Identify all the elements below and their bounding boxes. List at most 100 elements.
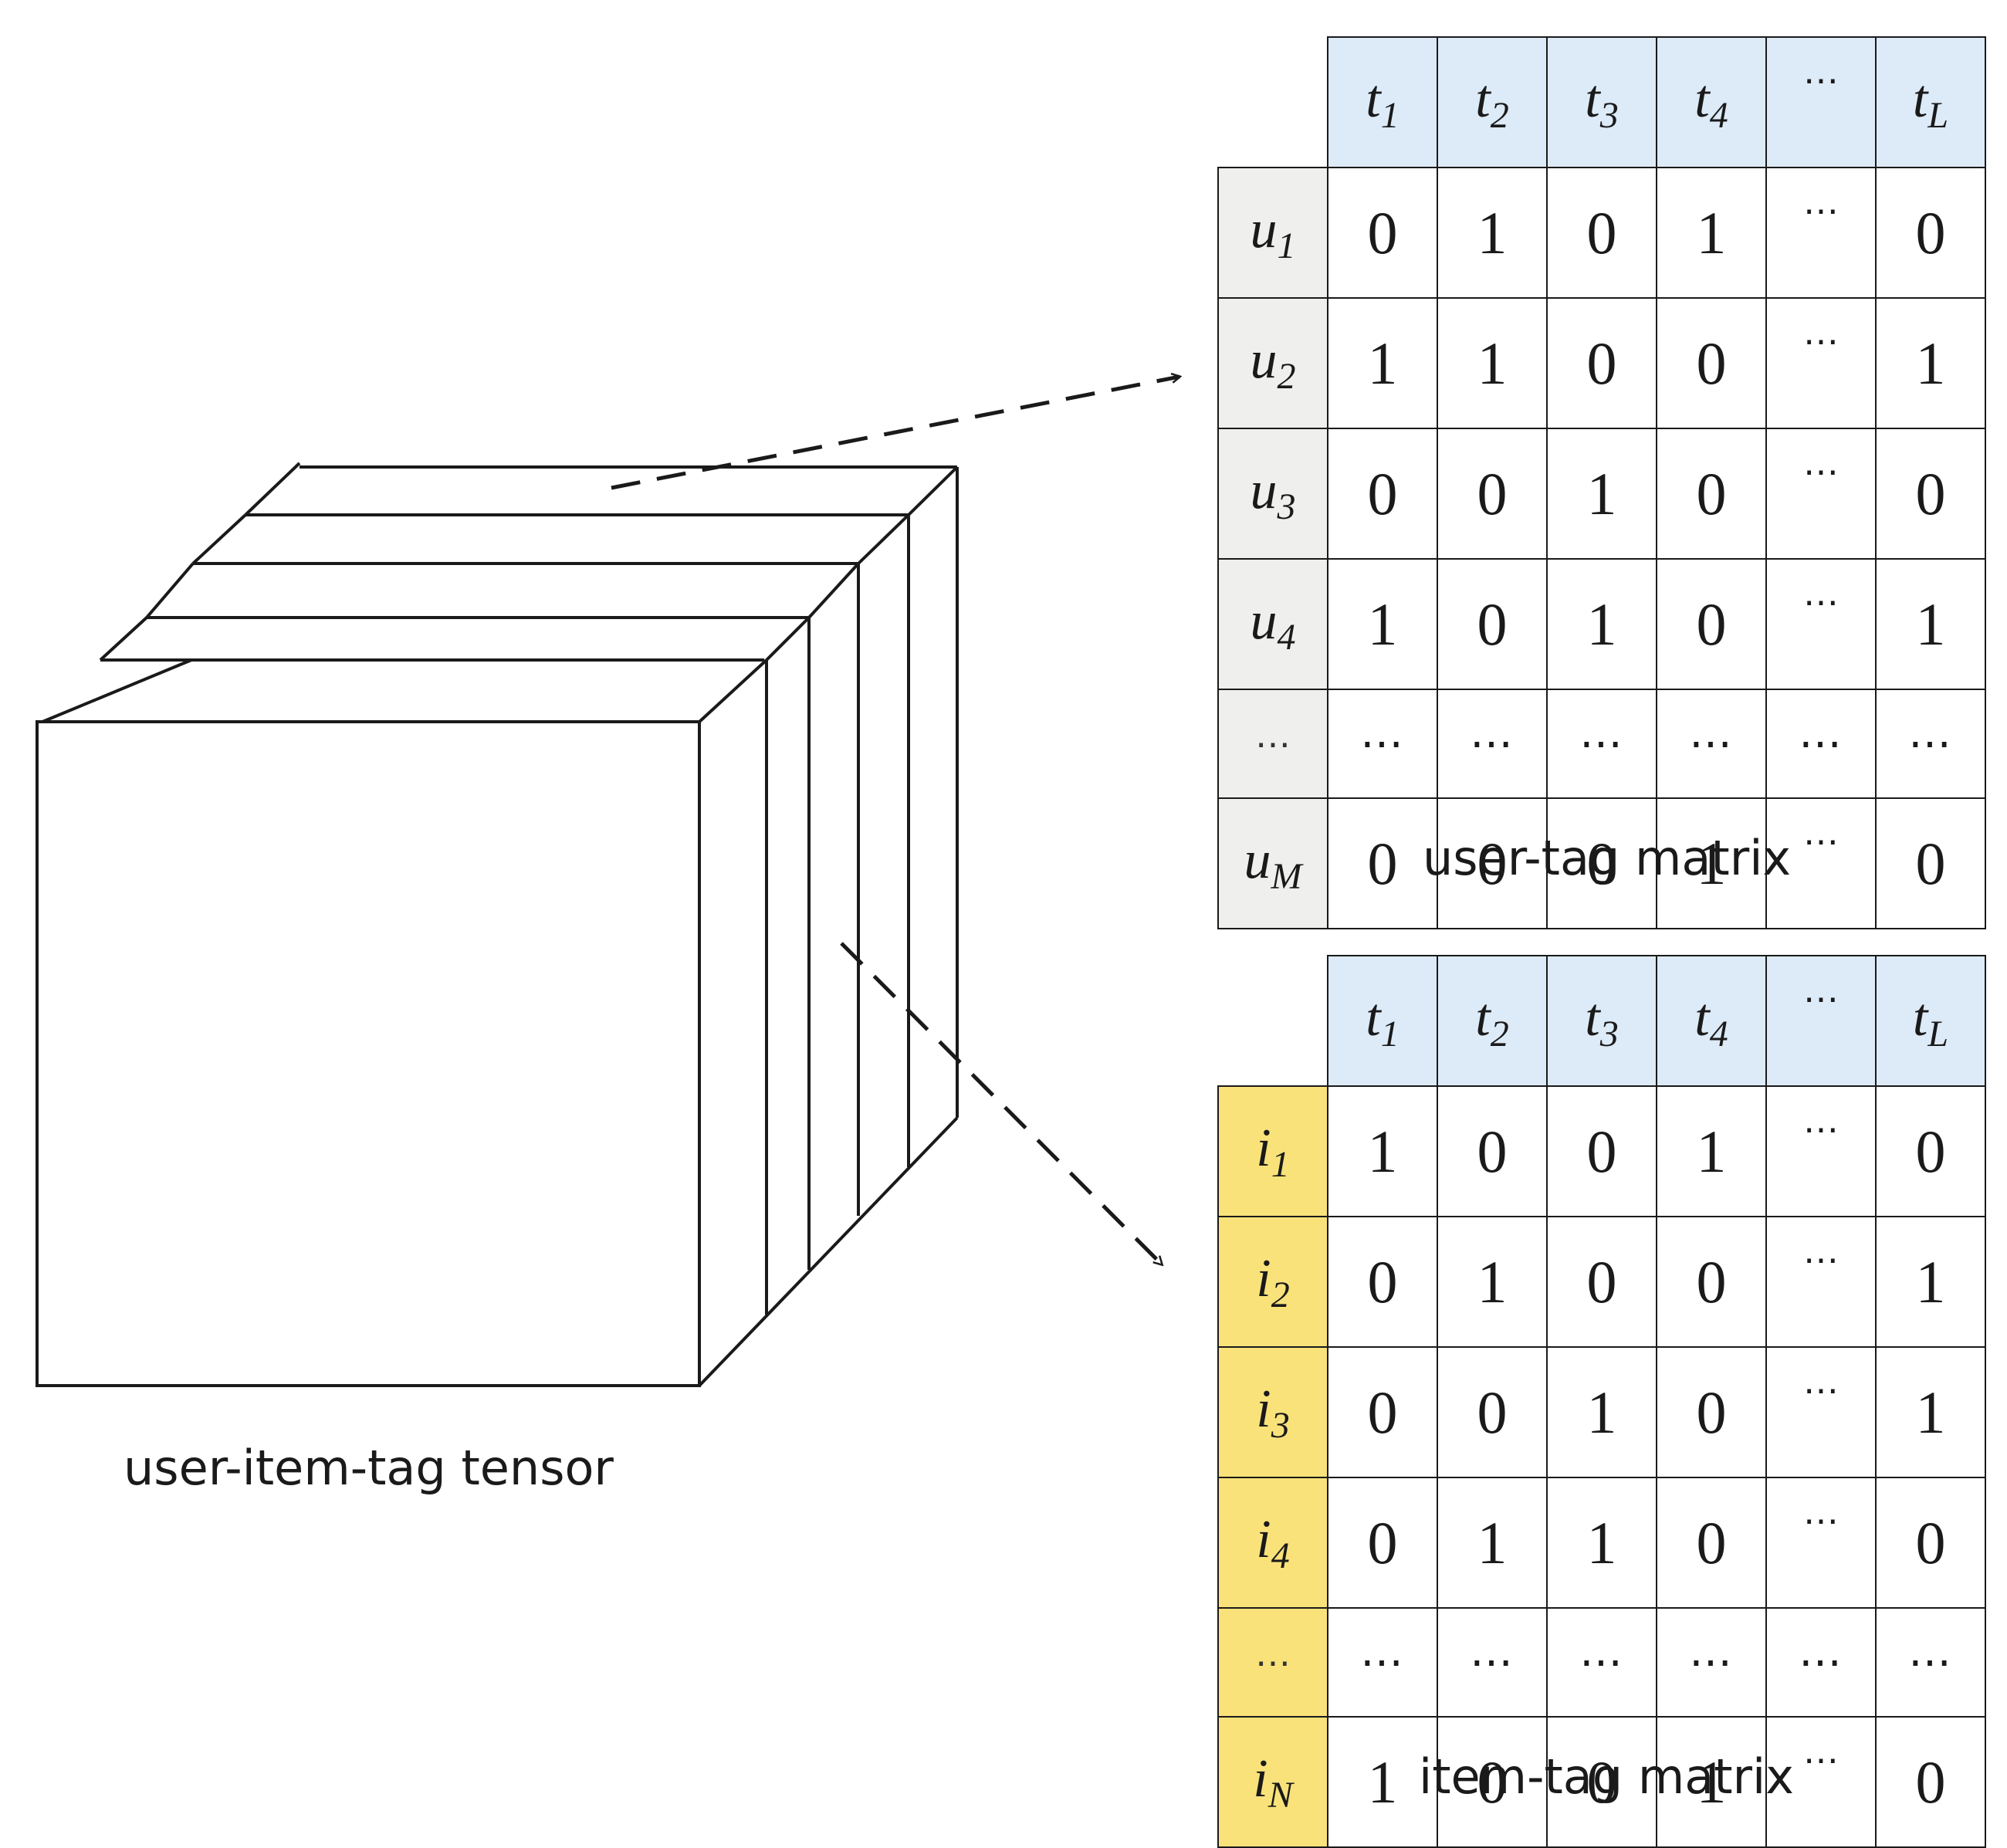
user-tag-column-header: ⋯ xyxy=(1765,36,1877,168)
user-tag-column-header: t3 xyxy=(1546,36,1657,168)
item-tag-caption: item-tag matrix xyxy=(1419,1748,1794,1805)
item-tag-cell: 0 xyxy=(1546,1216,1657,1348)
label-base: t xyxy=(1912,69,1928,129)
item-tag-cell: 1 xyxy=(1327,1716,1438,1848)
user-tag-cell: 1 xyxy=(1546,558,1657,690)
user-tag-cell: ⋯ xyxy=(1765,297,1877,429)
item-tag-cell: 1 xyxy=(1656,1085,1767,1217)
item-tag-cell: ⋯ xyxy=(1765,1216,1877,1348)
label-subscript: 2 xyxy=(1271,1274,1290,1315)
user-tag-cell: ⋯ xyxy=(1875,689,1986,799)
user-tag-cell: ⋯ xyxy=(1765,167,1877,299)
user-tag-cell: 1 xyxy=(1437,167,1548,299)
user-tag-cell: 1 xyxy=(1546,428,1657,560)
label-base: t xyxy=(1694,987,1710,1048)
user-tag-cell: 1 xyxy=(1875,558,1986,690)
item-tag-column-header: t2 xyxy=(1437,955,1548,1087)
item-tag-cell: ⋯ xyxy=(1765,1477,1877,1609)
tensor-front-face xyxy=(36,720,701,1387)
user-tag-cell: ⋯ xyxy=(1765,797,1877,929)
item-tag-cell: ⋯ xyxy=(1656,1607,1767,1718)
user-tag-cell: 0 xyxy=(1437,797,1548,929)
user-tag-row-header: u3 xyxy=(1217,428,1328,560)
label-base: t xyxy=(1585,69,1600,129)
user-tag-cell: 1 xyxy=(1327,297,1438,429)
label-subscript: 3 xyxy=(1271,1404,1290,1446)
item-tag-cell: 1 xyxy=(1546,1346,1657,1478)
item-tag-row-header: i2 xyxy=(1217,1216,1328,1348)
tensor-slice-right-9 xyxy=(907,465,959,516)
item-tag-cell: 1 xyxy=(1327,1085,1438,1217)
user-tag-cell: 0 xyxy=(1546,297,1657,429)
label-base: i xyxy=(1256,1379,1271,1439)
item-tag-cell: ⋯ xyxy=(1765,1346,1877,1478)
item-tag-cell: 0 xyxy=(1656,1346,1767,1478)
user-tag-cell: 0 xyxy=(1656,428,1767,560)
label-subscript: 2 xyxy=(1277,355,1296,397)
item-tag-cell: 0 xyxy=(1437,1346,1548,1478)
item-tag-column-header: tL xyxy=(1875,955,1986,1087)
label-subscript: L xyxy=(1927,1013,1949,1054)
label-subscript: M xyxy=(1271,855,1302,897)
item-tag-cell: 1 xyxy=(1437,1216,1548,1348)
user-tag-row-header: uM xyxy=(1217,797,1328,929)
user-tag-row-header: u2 xyxy=(1217,297,1328,429)
item-tag-cell: ⋯ xyxy=(1765,1085,1877,1217)
user-tag-cell: 0 xyxy=(1327,797,1438,929)
label-base: t xyxy=(1366,69,1381,129)
item-tag-row-header: iN xyxy=(1217,1716,1328,1848)
label-base: i xyxy=(1253,1748,1268,1809)
item-tag-cell: 0 xyxy=(1327,1346,1438,1478)
arrow-to-user-tag xyxy=(611,377,1179,490)
label-base: t xyxy=(1694,69,1710,129)
label-base: u xyxy=(1250,460,1278,520)
user-tag-cell: 0 xyxy=(1875,167,1986,299)
item-tag-corner xyxy=(1218,956,1328,1086)
item-tag-column-header: ⋯ xyxy=(1765,955,1877,1087)
label-base: i xyxy=(1256,1248,1271,1308)
user-tag-cell: 0 xyxy=(1875,428,1986,560)
label-subscript: 1 xyxy=(1277,225,1296,266)
tensor-slice-top-9 xyxy=(244,462,301,516)
tensor-slice-top-5 xyxy=(145,562,195,619)
user-tag-cell: 0 xyxy=(1875,797,1986,929)
item-tag-cell: 0 xyxy=(1327,1477,1438,1609)
tensor-slice-right-1 xyxy=(698,658,768,723)
label-base: u xyxy=(1250,330,1278,390)
label-base: u xyxy=(1244,830,1271,890)
label-base: t xyxy=(1585,987,1600,1048)
label-subscript: 3 xyxy=(1599,1013,1619,1054)
user-tag-cell: 1 xyxy=(1656,797,1767,929)
user-tag-column-header: tL xyxy=(1875,36,1986,168)
arrow-to-item-tag xyxy=(840,942,1162,1264)
user-tag-cell: 0 xyxy=(1327,167,1438,299)
user-tag-row-header: ⋯ xyxy=(1217,689,1328,799)
item-tag-cell: ⋯ xyxy=(1546,1607,1657,1718)
label-subscript: 4 xyxy=(1271,1535,1290,1576)
user-tag-corner xyxy=(1218,37,1328,168)
ellipsis-label: ⋯ xyxy=(1803,980,1839,1019)
user-tag-column-header: t2 xyxy=(1437,36,1548,168)
tensor-slice-right-3 xyxy=(765,616,811,662)
tensor-slice-right-5 xyxy=(807,562,860,619)
label-subscript: L xyxy=(1927,94,1949,136)
item-tag-cell: 0 xyxy=(1656,1216,1767,1348)
label-subscript: 1 xyxy=(1380,94,1399,136)
tensor-slice-top-1 xyxy=(42,658,192,723)
item-tag-row: ⋯⋯⋯⋯⋯⋯⋯ xyxy=(1217,1607,1986,1718)
ellipsis-label: ⋯ xyxy=(1803,61,1839,100)
item-tag-cell: ⋯ xyxy=(1437,1607,1548,1718)
item-tag-cell: 0 xyxy=(1875,1477,1986,1609)
label-base: u xyxy=(1250,591,1278,651)
